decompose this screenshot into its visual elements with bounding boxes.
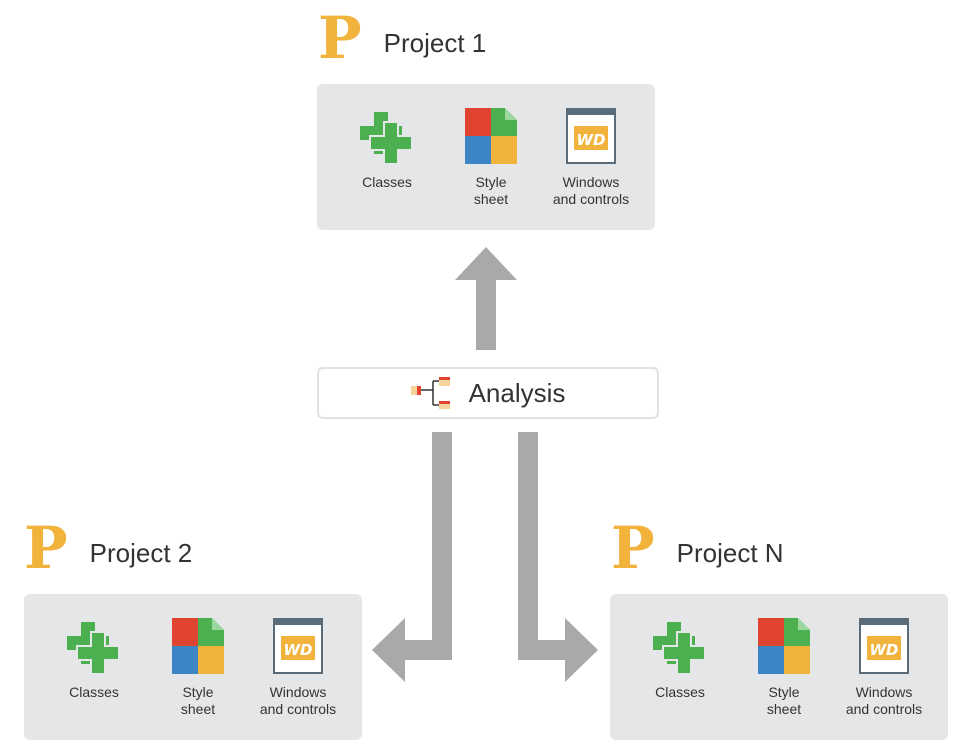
windows-controls-label: Windows and controls (259, 684, 337, 717)
project-2-title: P Project 2 (24, 518, 192, 578)
classes-item[interactable]: Classes (44, 618, 144, 701)
style-sheet-icon (465, 108, 517, 164)
classes-icon (653, 622, 706, 674)
project-name: Project N (676, 537, 784, 568)
project-logo-icon: P (318, 4, 362, 72)
project-1-panel: Classes Style sheet WD Windows and contr… (317, 84, 655, 230)
project-name: Project 2 (89, 537, 193, 568)
project-2-panel: Classes Style sheet WD Windows and contr… (24, 594, 362, 740)
wd-badge: WD (284, 641, 313, 659)
analysis-box[interactable]: Analysis (317, 367, 659, 419)
classes-label: Classes (655, 684, 705, 700)
style-sheet-icon (758, 618, 810, 674)
style-sheet-item[interactable]: Style sheet (734, 618, 834, 718)
windows-controls-icon: WD (566, 108, 616, 164)
arrow-to-project-2 (372, 432, 452, 682)
classes-label: Classes (362, 174, 412, 190)
project-logo-icon: P (611, 514, 655, 582)
windows-controls-icon: WD (859, 618, 909, 674)
windows-controls-icon: WD (273, 618, 323, 674)
project-1-title: P Project 1 (318, 8, 486, 68)
project-name: Project 1 (383, 27, 487, 58)
style-sheet-label: Style sheet (473, 174, 509, 207)
analysis-label: Analysis (468, 377, 566, 408)
classes-icon (360, 112, 413, 164)
windows-controls-label: Windows and controls (552, 174, 630, 207)
wd-badge: WD (870, 641, 899, 659)
windows-controls-item[interactable]: WD Windows and controls (834, 618, 934, 718)
windows-controls-item[interactable]: WD Windows and controls (248, 618, 348, 718)
wd-badge: WD (577, 131, 606, 149)
classes-item[interactable]: Classes (630, 618, 730, 701)
style-sheet-label: Style sheet (766, 684, 802, 717)
project-logo-icon: P (24, 514, 68, 582)
project-n-panel: Classes Style sheet WD Windows and contr… (610, 594, 948, 740)
arrow-to-project-n (518, 432, 598, 682)
windows-controls-item[interactable]: WD Windows and controls (541, 108, 641, 208)
style-sheet-item[interactable]: Style sheet (441, 108, 541, 208)
analysis-tree-icon (410, 377, 450, 409)
style-sheet-label: Style sheet (180, 684, 216, 717)
classes-label: Classes (69, 684, 119, 700)
classes-item[interactable]: Classes (337, 108, 437, 191)
project-n-title: P Project N (611, 518, 784, 578)
style-sheet-icon (172, 618, 224, 674)
windows-controls-label: Windows and controls (845, 684, 923, 717)
classes-icon (67, 622, 120, 674)
arrow-to-project-1 (455, 247, 517, 350)
style-sheet-item[interactable]: Style sheet (148, 618, 248, 718)
